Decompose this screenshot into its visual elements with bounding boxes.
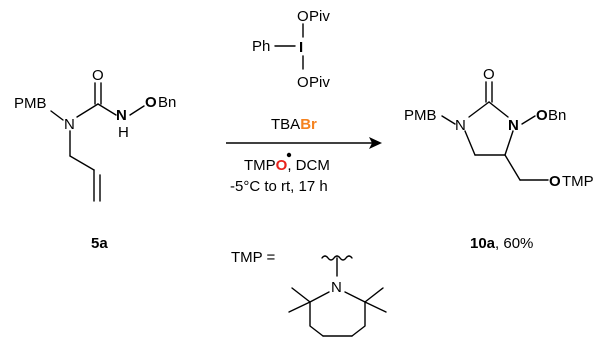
tmp-methyl-right-b xyxy=(364,301,387,313)
tmp-ether-oxygen: O xyxy=(549,173,561,190)
additive-prefix: TBABr xyxy=(271,116,317,133)
bond-n1-c2 xyxy=(468,101,490,118)
reagent-phi-opiv2: O Piv Ph I O Piv xyxy=(252,8,330,91)
benzyl-group: Bn xyxy=(158,94,176,111)
radical-oxygen: O xyxy=(276,157,288,174)
reaction-conditions: -5°C to rt, 17 h xyxy=(230,178,328,195)
bond-nh-o xyxy=(129,105,145,116)
product-label: 10a, 60% xyxy=(470,235,533,252)
iodine-atom: I xyxy=(299,39,303,56)
ring-nitrogen-1: N xyxy=(455,117,466,134)
radical-dot-icon xyxy=(286,152,292,158)
compound-label-10a: 10a xyxy=(470,235,496,252)
carbonyl-oxygen: O xyxy=(483,66,495,83)
phenyl-group: Ph xyxy=(252,38,270,55)
tmp-methyl-left-b xyxy=(288,301,311,313)
tmp-ring-right xyxy=(344,291,366,337)
amide-nitrogen: N xyxy=(64,116,75,133)
bond-pmb-n xyxy=(50,110,64,121)
radical-reagent: TMPO, DCM xyxy=(244,157,330,174)
ring-nitrogen-3: N xyxy=(508,117,519,134)
nh-hydrogen: H xyxy=(118,124,129,141)
alkoxy-oxygen: O xyxy=(536,107,548,124)
tmp-definition-label: TMP = xyxy=(231,249,276,266)
compound-label-5a: 5a xyxy=(91,235,108,252)
bond-carbonyl-c-nh xyxy=(97,103,117,116)
attachment-point-icon xyxy=(321,255,353,261)
tmp-definition: TMP = N xyxy=(231,249,387,337)
pmb-group: PMB xyxy=(404,107,437,124)
product-10a: PMB N O N O Bn O TMP 10a, 60% xyxy=(404,66,594,252)
bond-c4-ch2 xyxy=(504,154,521,181)
bond-c2-n3 xyxy=(488,101,509,118)
pivalate-top: Piv xyxy=(309,8,330,25)
bond-c4-n3 xyxy=(504,130,514,156)
bond-n3-o xyxy=(521,115,536,125)
oxygen-top: O xyxy=(297,8,309,25)
oxygen-bottom: O xyxy=(297,74,309,91)
pivalate-bottom: Piv xyxy=(309,74,330,91)
product-yield: , 60% xyxy=(495,235,533,252)
starting-material-5a: PMB N O N H O Bn 5a xyxy=(14,67,176,252)
reaction-arrow-group: TBABr TMPO, DCM -5°C to rt, 17 h xyxy=(226,116,382,195)
bond-ch2-ch xyxy=(69,155,95,171)
tmp-methyl-right-a xyxy=(364,287,384,303)
pmb-group: PMB xyxy=(14,95,47,112)
tmp-nitrogen: N xyxy=(331,279,342,296)
bond-pmb-n1 xyxy=(441,115,456,125)
tmp-ring-left xyxy=(309,291,330,337)
reaction-arrow-head xyxy=(369,137,382,149)
bond-n-carbonyl-c xyxy=(76,103,99,118)
nh-nitrogen: N xyxy=(116,107,127,124)
benzyl-group: Bn xyxy=(548,107,566,124)
tmp-methyl-left-a xyxy=(291,287,311,303)
carbonyl-oxygen: O xyxy=(92,67,104,84)
bromide-label: Br xyxy=(300,116,317,133)
tmp-group: TMP xyxy=(562,173,594,190)
alkoxy-oxygen: O xyxy=(145,94,157,111)
bond-n1-c5 xyxy=(464,130,476,156)
